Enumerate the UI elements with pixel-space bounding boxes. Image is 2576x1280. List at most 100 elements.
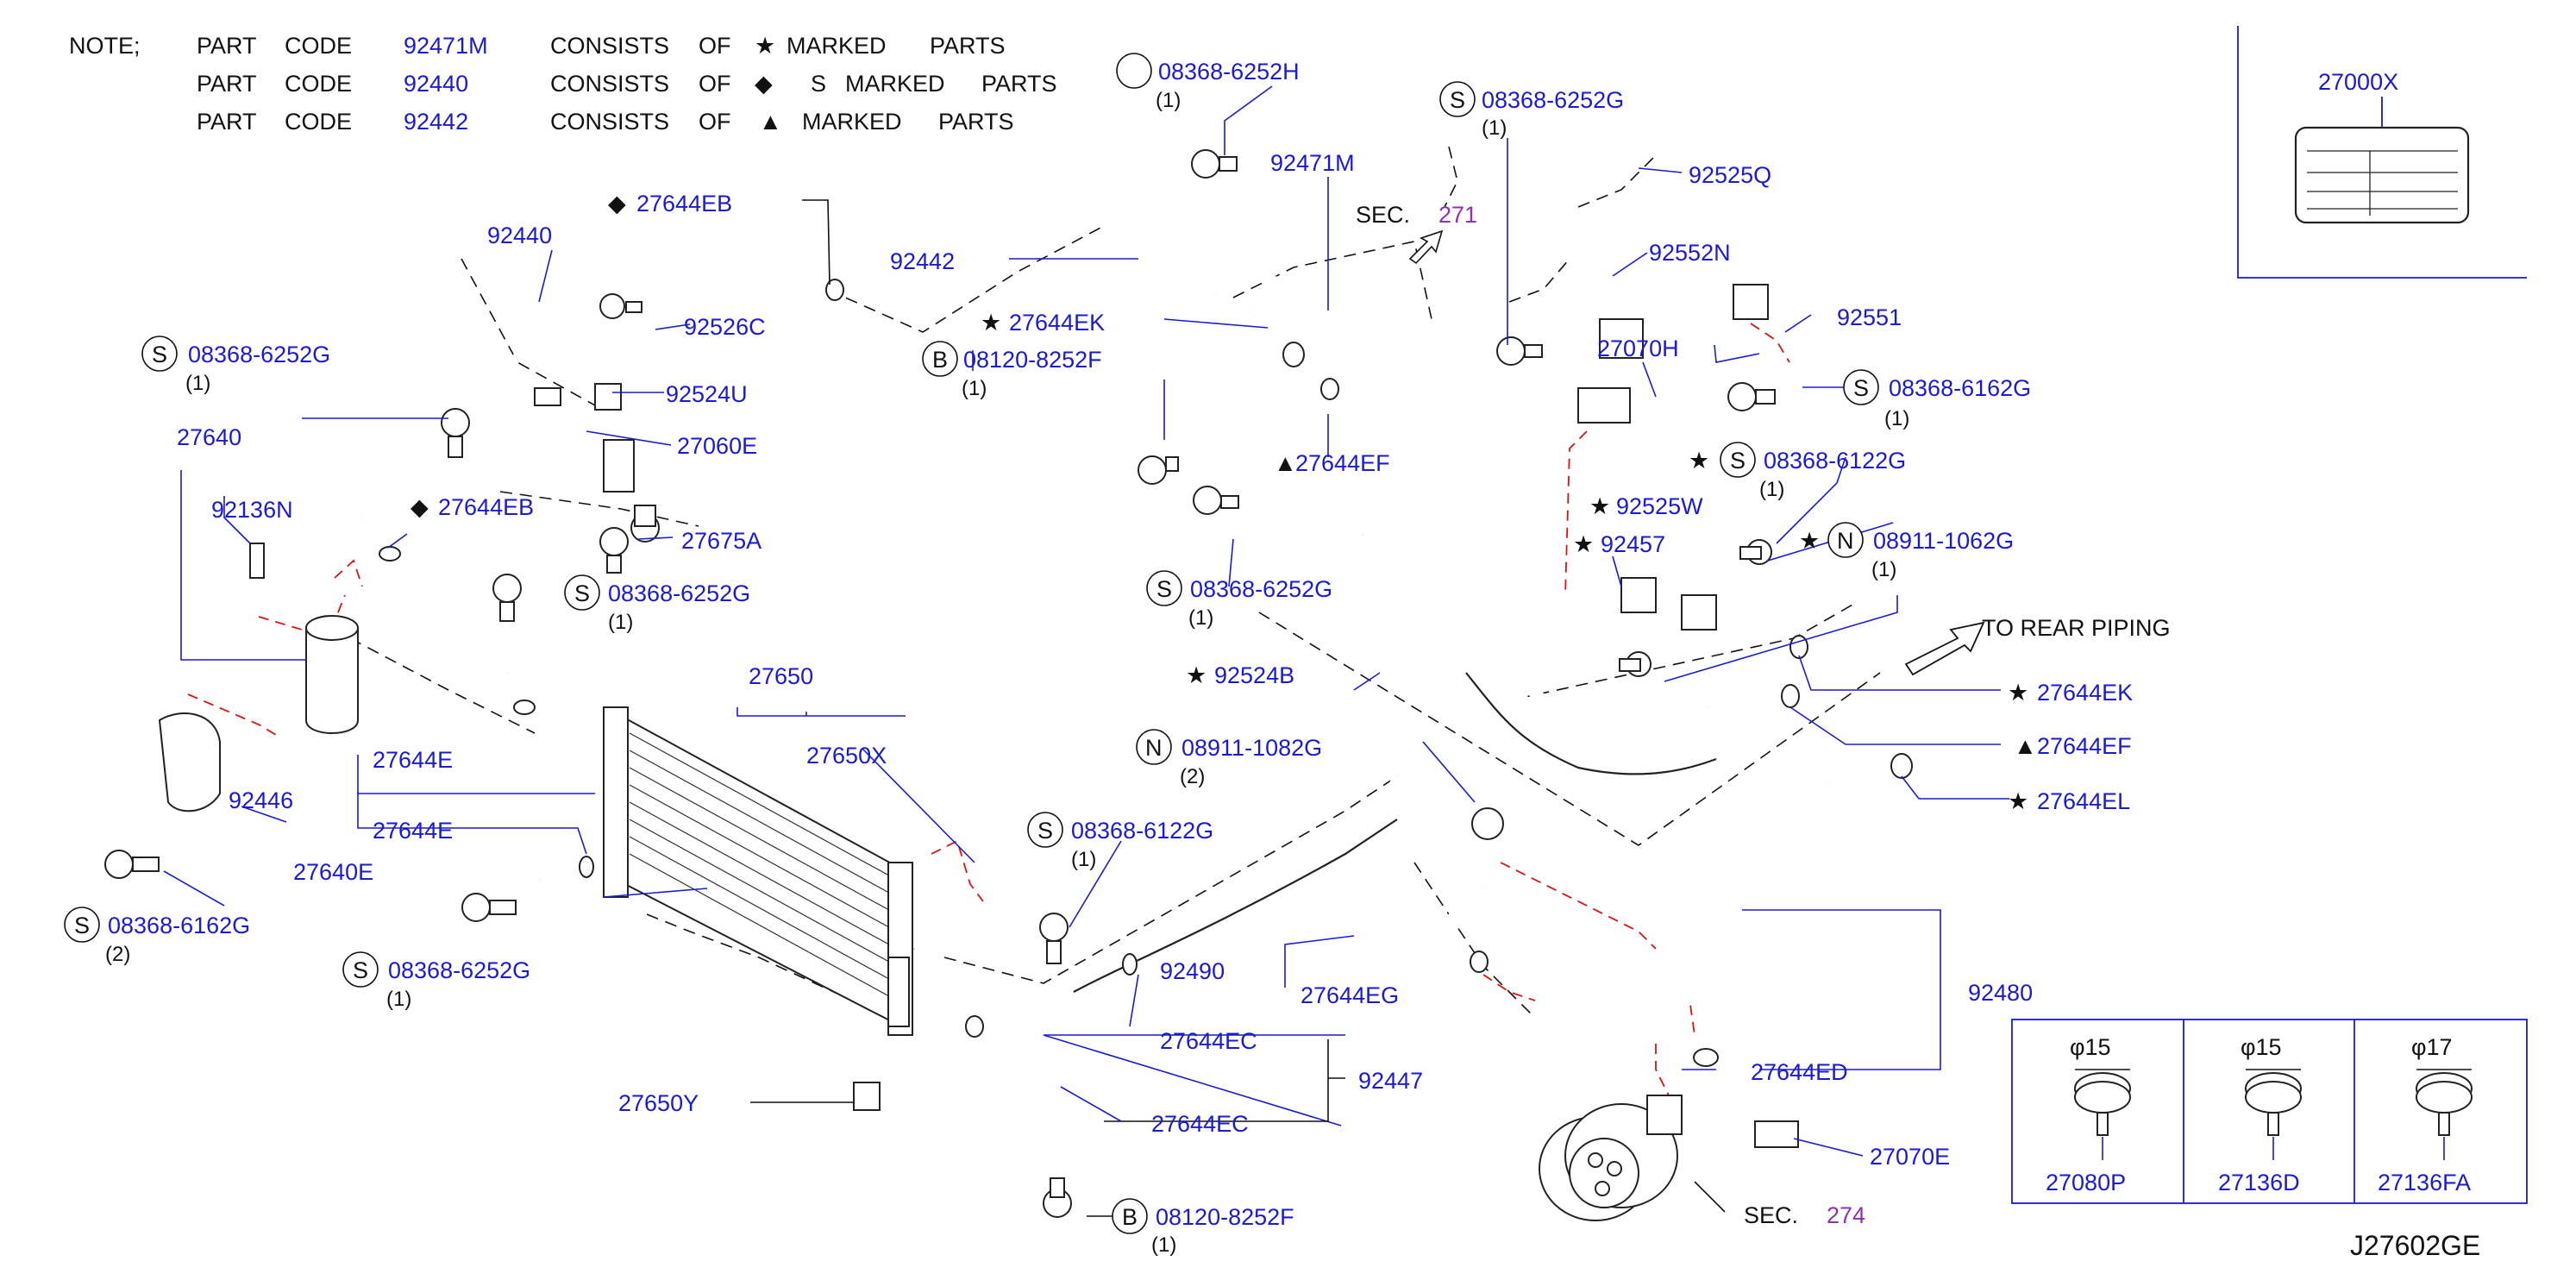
- part-27650: 27650: [749, 663, 813, 689]
- note-word: PART: [197, 109, 257, 135]
- note-word: PARTS: [930, 33, 1006, 59]
- part-27644ef: 27644EF: [2037, 733, 2132, 759]
- qty-label: (1): [1759, 478, 1784, 501]
- part-92525q: 92525Q: [1689, 162, 1771, 188]
- part-27675a: 27675A: [681, 528, 762, 554]
- part-92524b: 92524B: [1214, 662, 1294, 688]
- part-08368-6162g: 08368-6162G: [108, 913, 250, 938]
- circled-s: S: [74, 913, 90, 938]
- qty-label: (1): [1151, 1233, 1176, 1257]
- part-27650y: 27650Y: [618, 1090, 699, 1116]
- part-27644eg: 27644EG: [1301, 982, 1399, 1008]
- star-symbol: ★: [1186, 662, 1207, 688]
- note-word: MARKED: [802, 109, 902, 135]
- part-27644eb: 27644EB: [636, 191, 732, 216]
- circled-b: B: [1122, 1204, 1138, 1230]
- part-27640: 27640: [177, 424, 241, 450]
- part-27644eb: 27644EB: [438, 494, 534, 520]
- red-dashed-leaders: [187, 323, 1790, 1096]
- fasteners: [104, 149, 1913, 1218]
- qty-label: (1): [1884, 407, 1909, 430]
- part-08911-1062g: 08911-1062G: [1873, 528, 2014, 554]
- qty-label: (1): [1482, 116, 1507, 140]
- part-27644ec: 27644EC: [1151, 1111, 1249, 1137]
- note-word: CODE: [285, 71, 352, 97]
- part-08368-6122g: 08368-6122G: [1071, 818, 1213, 844]
- part-08368-6252g: 08368-6252G: [1190, 576, 1332, 602]
- diamond-symbol: ◆: [755, 71, 773, 97]
- note-word: OF: [699, 33, 731, 59]
- part-92447: 92447: [1358, 1068, 1423, 1094]
- circled-s: S: [353, 957, 368, 983]
- part-27640e: 27640E: [293, 859, 373, 885]
- clip-code: 27136D: [2218, 1170, 2300, 1195]
- note-word: OF: [699, 109, 731, 135]
- marker-symbols: ◆ ★ ▲ ★ ◆ ★ ★ ★ ★ ★ ▲ ★: [411, 191, 2037, 814]
- label-27000x-frame: 27000X: [2237, 26, 2527, 279]
- note-word: PARTS: [938, 109, 1014, 135]
- part-27060e: 27060E: [677, 433, 757, 459]
- part-27644ek: 27644EK: [2037, 680, 2133, 706]
- star-symbol: ★: [755, 33, 775, 59]
- clip-cell-3: φ17 27136FA: [2378, 1034, 2473, 1195]
- empty-circle-icon: [1116, 53, 1152, 89]
- circled-b: B: [932, 347, 948, 373]
- to-rear-piping-label: TO REAR PIPING: [1982, 615, 2171, 641]
- note-word: CODE: [285, 109, 352, 135]
- part-27070e: 27070E: [1870, 1144, 1950, 1170]
- part-92524u: 92524U: [666, 381, 748, 407]
- part-92457: 92457: [1601, 531, 1665, 557]
- note-word: CONSISTS: [550, 33, 669, 59]
- part-27644ef: 27644EF: [1295, 450, 1390, 476]
- diamond-symbol: ◆: [608, 191, 626, 216]
- qty-label: (1): [185, 372, 210, 395]
- part-27644ed: 27644ED: [1751, 1059, 1848, 1085]
- to-rear-arrow-icon: [1904, 621, 1985, 676]
- clip-diameter: φ17: [2411, 1034, 2453, 1060]
- part-08911-1082g: 08911-1082G: [1181, 735, 1322, 761]
- qty-label: (1): [1871, 558, 1896, 581]
- part-08368-6122g: 08368-6122G: [1764, 448, 1906, 474]
- part-92552n: 92552N: [1649, 240, 1731, 266]
- sec-ref-274: 274: [1827, 1202, 1865, 1228]
- clip-cell-2: φ15 27136D: [2218, 1034, 2302, 1195]
- star-symbol: ★: [1799, 528, 1820, 554]
- star-symbol: ★: [1589, 493, 1610, 519]
- circled-s: S: [1037, 818, 1053, 844]
- clip-code: 27080P: [2046, 1170, 2126, 1195]
- circled-symbols: S S B S S N S S N S S S B: [64, 53, 1879, 1234]
- part-08120-8252f: 08120-8252F: [1156, 1204, 1294, 1230]
- leader-lines: [163, 85, 2383, 1217]
- note-word: S: [811, 71, 826, 97]
- part-92490: 92490: [1160, 958, 1225, 984]
- sec-arrow-icon: [1408, 229, 1444, 265]
- sec-label: SEC.: [1744, 1202, 1798, 1228]
- clip-code: 27136FA: [2378, 1170, 2471, 1195]
- note-row-3: PART CODE 92442 CONSISTS OF ▲ MARKED PAR…: [197, 109, 1014, 135]
- part-27644el: 27644EL: [2037, 788, 2130, 814]
- qty-label: (1): [962, 377, 987, 400]
- part-27644ec: 27644EC: [1160, 1028, 1257, 1054]
- part-92480: 92480: [1968, 980, 2033, 1006]
- note-word: PART: [197, 71, 257, 97]
- note-word: OF: [699, 71, 731, 97]
- note-word: PARTS: [981, 71, 1057, 97]
- diagram-id: J27602GE: [2350, 1230, 2480, 1261]
- receiver-drier-27640: [158, 543, 359, 813]
- part-08368-6252g: 08368-6252G: [188, 342, 330, 367]
- clip-cell-1: φ15 27080P: [2046, 1034, 2131, 1195]
- note-word: MARKED: [787, 33, 887, 59]
- circled-s: S: [574, 580, 590, 606]
- condenser-27650: [603, 706, 913, 1036]
- part-92525w: 92525W: [1616, 493, 1703, 519]
- part-27644e: 27644E: [373, 747, 453, 773]
- compressor: [1539, 1095, 1683, 1221]
- notes-heading: NOTE;: [69, 33, 141, 59]
- clip-diameter: φ15: [2070, 1034, 2111, 1060]
- note-word: PART: [197, 33, 257, 59]
- circled-s: S: [1730, 448, 1746, 474]
- star-symbol: ★: [2008, 680, 2028, 706]
- part-08120-8252f: 08120-8252F: [963, 347, 1102, 373]
- qty-label: (1): [1156, 89, 1181, 112]
- part-92446: 92446: [229, 787, 293, 813]
